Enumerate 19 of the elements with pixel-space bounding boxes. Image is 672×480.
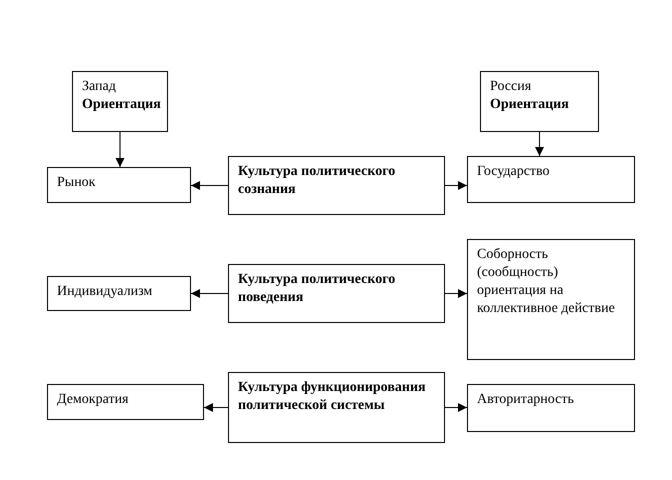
text-box: Запад Ориентация — [72, 71, 168, 132]
text-box: Соборность (сообщность) ориентация на коллективное действие — [467, 239, 635, 360]
arrow — [190, 289, 228, 298]
text-box: Авторитарность — [467, 384, 635, 432]
arrow — [535, 132, 544, 156]
arrow — [190, 181, 228, 190]
text-box: Россия Ориентация — [480, 71, 599, 132]
arrow — [204, 403, 228, 412]
arrow — [444, 403, 468, 412]
text-box: Индивидуализм — [47, 276, 191, 311]
text-box: Рынок — [47, 167, 191, 203]
text-box: Культура функционирования политической системы — [228, 372, 445, 443]
text-box: Демократия — [47, 384, 204, 420]
arrow — [444, 289, 468, 298]
text-box: Культура политического поведения — [228, 264, 445, 323]
text-box: Культура политического сознания — [228, 156, 445, 215]
arrow — [444, 181, 468, 190]
arrow — [116, 132, 124, 168]
text-box: Государство — [467, 156, 635, 203]
